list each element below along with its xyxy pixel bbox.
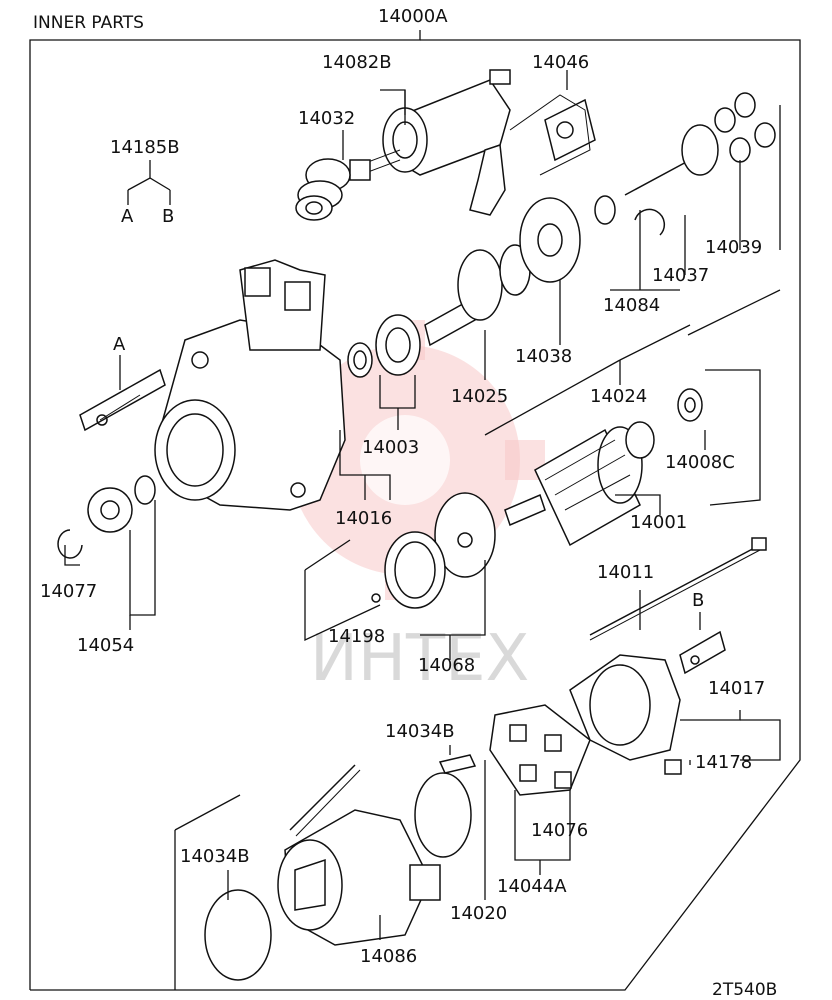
callout-14034B-lower: 14034B — [180, 846, 250, 867]
callout-14044A: 14044A — [497, 876, 567, 897]
callout-14017: 14017 — [708, 678, 765, 699]
callout-14025: 14025 — [451, 386, 508, 407]
solenoid-switch-drawing — [349, 69, 511, 181]
callout-14003: 14003 — [362, 437, 419, 458]
bolt-a-drawing — [79, 368, 166, 432]
diagram-code: 2T540B — [712, 980, 777, 1000]
callout-14077: 14077 — [40, 581, 97, 602]
gear-shaft-drawing — [424, 195, 666, 347]
callout-14076: 14076 — [531, 820, 588, 841]
callout-14016: 14016 — [335, 508, 392, 529]
callout-14046: 14046 — [532, 52, 589, 73]
callout-14185B: 14185B — [110, 137, 180, 158]
callout-14185B-a: A — [121, 206, 134, 227]
callout-14011: 14011 — [597, 562, 654, 583]
callout-14198: 14198 — [328, 626, 385, 647]
section-title: INNER PARTS — [33, 13, 144, 33]
callout-14039: 14039 — [705, 237, 762, 258]
callout-14086: 14086 — [360, 946, 417, 967]
leader-lines — [64, 70, 781, 990]
pinion-gear-drawing — [57, 475, 156, 559]
planetary-gears-drawing — [624, 92, 776, 196]
callout-14038: 14038 — [515, 346, 572, 367]
cover-plate-drawing — [204, 754, 477, 981]
shift-lever-drawing — [469, 94, 596, 216]
through-bolt-drawing — [589, 537, 767, 641]
callout-14024: 14024 — [590, 386, 647, 407]
callout-14032: 14032 — [298, 108, 355, 129]
callout-14037: 14037 — [652, 265, 709, 286]
callout-14082B: 14082B — [322, 52, 392, 73]
assembly-frame — [29, 30, 801, 991]
callout-14001: 14001 — [630, 512, 687, 533]
callout-labels: 14082B 14046 14032 14185B A B 14039 1403… — [40, 52, 765, 967]
callout-14185B-b: B — [162, 206, 174, 227]
ring-14068-drawing — [371, 492, 496, 609]
callout-14178: 14178 — [695, 752, 752, 773]
rear-cover-drawing — [569, 654, 682, 775]
bolt-b-drawing — [679, 630, 726, 675]
bearing-14003-drawing — [347, 314, 421, 378]
watermark-text: ИНТЕХ — [310, 622, 529, 696]
callout-bolt-b: B — [692, 590, 704, 611]
callout-14068: 14068 — [418, 655, 475, 676]
callout-bolt-a: A — [113, 334, 126, 355]
brush-holder-drawing — [489, 704, 591, 796]
assembly-number: 14000A — [378, 6, 448, 27]
gear-housing-drawing — [154, 259, 346, 511]
callout-14020: 14020 — [450, 903, 507, 924]
callout-14054: 14054 — [77, 635, 134, 656]
callout-14034B-upper: 14034B — [385, 721, 455, 742]
callout-14008C: 14008C — [665, 452, 735, 473]
plunger-drawing — [295, 158, 351, 221]
callout-14084: 14084 — [603, 295, 660, 316]
armature-drawing — [504, 388, 703, 547]
yoke-drawing — [277, 764, 441, 946]
